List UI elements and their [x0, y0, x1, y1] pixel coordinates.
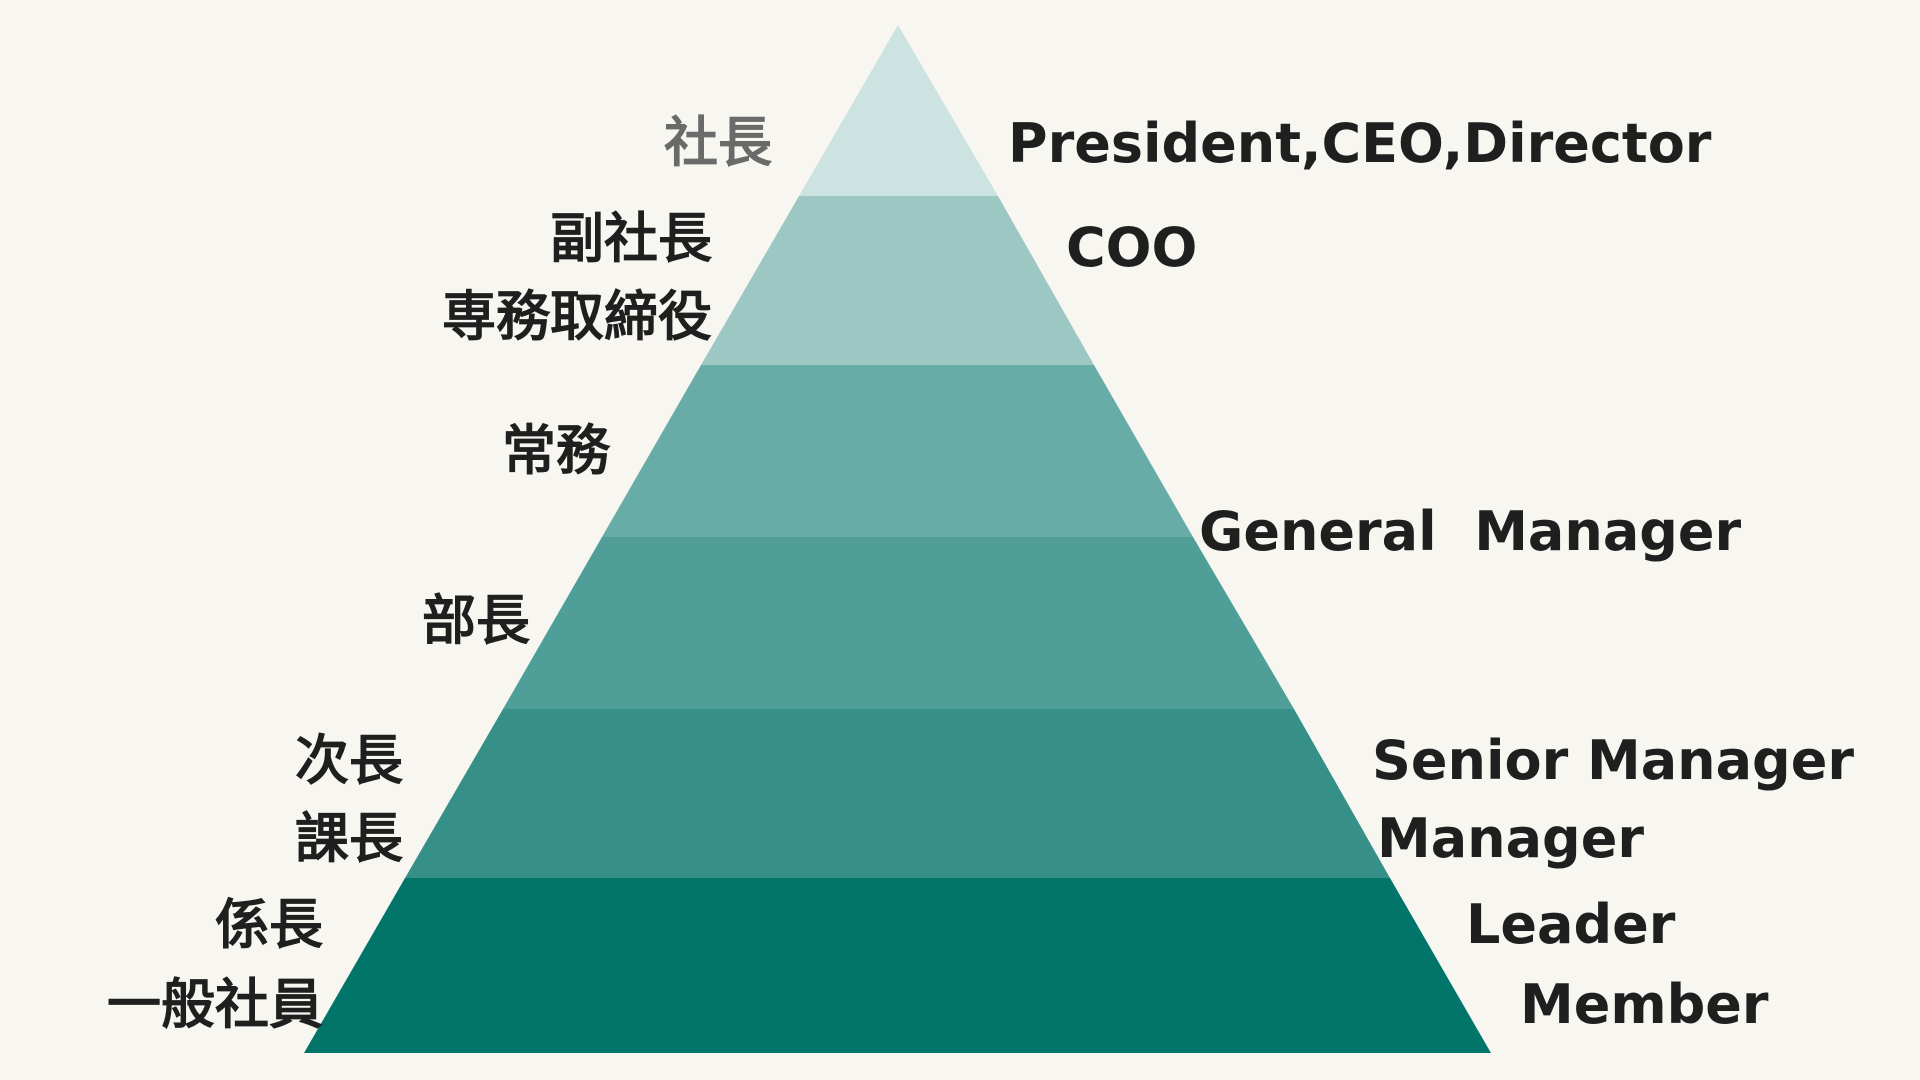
title-en-general-manager: General Manager — [1199, 500, 1742, 563]
title-ja-staff: 一般社員 — [107, 973, 323, 1036]
title-ja-chief: 係長 — [215, 893, 323, 956]
title-en-coo: COO — [1066, 216, 1198, 279]
title-en-senior-manager: Senior Manager — [1372, 729, 1854, 792]
title-ja-section-manager: 課長 — [295, 807, 403, 870]
pyramid-tier-3 — [602, 365, 1193, 537]
pyramid-tier-6 — [304, 878, 1491, 1053]
title-ja-president: 社長 — [664, 111, 772, 174]
title-en-member: Member — [1520, 973, 1769, 1036]
pyramid-tier-5 — [405, 709, 1390, 878]
title-en-president: President,CEO,Director — [1008, 112, 1712, 175]
title-en-leader: Leader — [1466, 893, 1676, 956]
title-ja-managing-director: 常務 — [502, 419, 610, 482]
pyramid-tier-1 — [799, 25, 998, 196]
title-ja-department-manager: 部長 — [422, 589, 530, 652]
title-ja-senior-managing-director: 専務取締役 — [442, 285, 712, 348]
title-en-manager: Manager — [1377, 807, 1644, 870]
pyramid-tier-4 — [503, 537, 1294, 709]
title-ja-vice-president: 副社長 — [550, 207, 712, 270]
title-ja-deputy-manager: 次長 — [295, 729, 403, 792]
pyramid-tier-2 — [701, 196, 1094, 365]
